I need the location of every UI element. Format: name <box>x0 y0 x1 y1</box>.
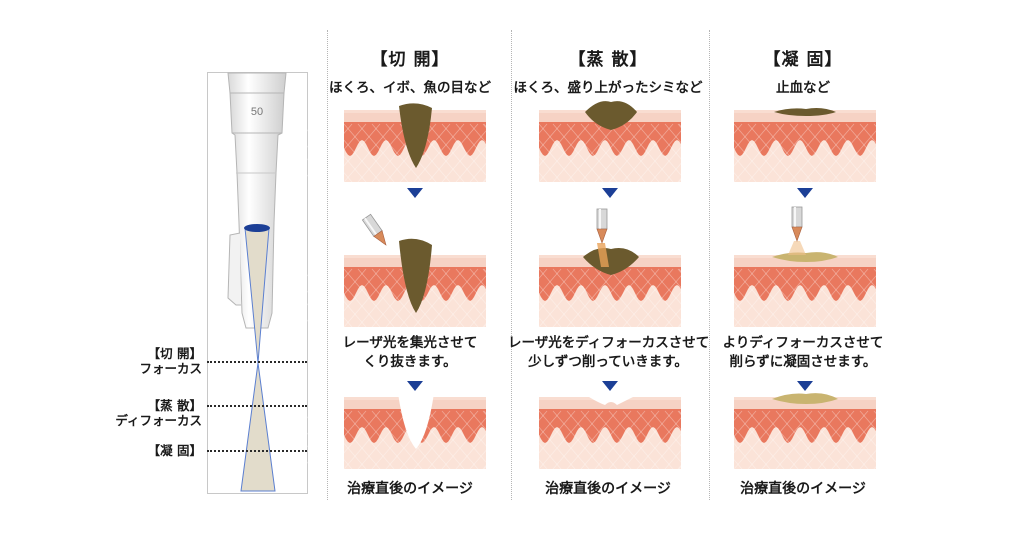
coagulation-treatment-diagram <box>677 206 939 328</box>
focus-label-coagulation: 【凝 固】 <box>148 443 202 458</box>
skin-epidermis <box>734 110 876 124</box>
bleeding-spot <box>774 108 836 116</box>
incision-title: 【切 開】 <box>370 50 450 70</box>
vaporization-before-diagram <box>482 101 744 183</box>
incision-before-diagram <box>287 103 549 183</box>
raised-spot-lesion <box>583 248 639 275</box>
focus-mode-incision: 【切 開】 <box>147 346 202 361</box>
coagulation-step-line-1: よりディフォーカスさせて <box>722 335 884 351</box>
vaporization-title: 【蒸 散】 <box>568 50 648 70</box>
coagulation-subtitle: 止血など <box>776 80 830 96</box>
coagulation-after-label: 治療直後のイメージ <box>740 481 866 497</box>
vaporization-after-diagram <box>482 397 744 470</box>
power-setting-label: 50 <box>251 106 263 118</box>
incision-after-label: 治療直後のイメージ <box>347 481 473 497</box>
coagulation-before-diagram <box>677 108 939 183</box>
skin-dermis <box>734 122 876 156</box>
defocus-beam <box>788 241 806 255</box>
down-arrow-icon <box>602 381 618 391</box>
coagulation-step-line-2: 削らずに凝固させます。 <box>729 354 877 370</box>
skin-epidermis <box>734 397 876 411</box>
focus-line-coagulation <box>207 450 307 452</box>
laser-probe <box>361 213 387 246</box>
coagulation-step-text: よりディフォーカスさせて 削らずに凝固させます。 <box>708 334 898 372</box>
vaporization-subtitle: ほくろ、盛り上がったシミなど <box>513 80 703 96</box>
coagulation-title: 【凝 固】 <box>763 50 843 70</box>
down-arrow-icon <box>602 188 618 198</box>
coagulation-after-diagram <box>677 393 939 470</box>
handpiece-illustration: 50 <box>227 72 287 492</box>
incision-treatment-diagram <box>287 213 549 328</box>
incision-subtitle: ほくろ、イボ、魚の目など <box>329 80 491 96</box>
vaporization-treatment-diagram <box>482 208 744 328</box>
mole-lesion <box>399 238 432 313</box>
skin-dermis <box>539 267 681 301</box>
focus-line-incision <box>207 361 307 363</box>
incision-after-diagram <box>287 392 549 470</box>
focus-type-vaporization: ディフォーカス <box>115 413 202 428</box>
down-arrow-icon <box>407 188 423 198</box>
down-arrow-icon <box>797 188 813 198</box>
column-divider <box>511 30 512 500</box>
lens-ellipse <box>244 224 270 232</box>
laser-beam-diverging <box>240 362 276 492</box>
down-arrow-icon <box>407 381 423 391</box>
vaporization-after-label: 治療直後のイメージ <box>545 481 671 497</box>
vaporization-step-line-2: 少しずつ削っていきます。 <box>528 354 688 370</box>
focus-type-incision: フォーカス <box>139 361 202 376</box>
handpiece-cap <box>227 72 287 94</box>
focus-label-vaporization: 【蒸 散】 ディフォーカス <box>115 398 202 428</box>
incision-step-text: レーザ光を集光させて くり抜きます。 <box>320 334 500 372</box>
defocus-beam <box>597 243 609 267</box>
skin-epidermis <box>539 397 681 411</box>
laser-probe <box>791 206 803 242</box>
raised-spot-lesion <box>585 101 637 130</box>
skin-dermis <box>734 267 876 301</box>
handpiece-body <box>229 92 285 329</box>
incision-step-line-1: レーザ光を集光させて <box>342 335 478 351</box>
skin-dermis <box>734 409 876 443</box>
column-divider <box>327 30 328 500</box>
handpiece-panel: 50 <box>207 72 308 494</box>
incision-step-line-2: くり抜きます。 <box>363 354 457 370</box>
down-arrow-icon <box>797 381 813 391</box>
vaporization-step-line-1: レーザ光をディフォーカスさせて <box>508 335 710 351</box>
ablated-surface <box>589 397 633 405</box>
coagulated-area <box>772 393 838 404</box>
vaporization-step-text: レーザ光をディフォーカスさせて 少しずつ削っていきます。 <box>508 334 710 372</box>
skin-dermis <box>539 409 681 443</box>
mole-lesion <box>399 103 432 168</box>
skin-epidermis <box>734 255 876 269</box>
column-divider <box>709 30 710 500</box>
laser-probe <box>596 208 608 244</box>
focus-label-incision: 【切 開】 フォーカス <box>139 346 202 376</box>
skin-dermis <box>539 122 681 156</box>
focus-line-vaporization <box>207 405 307 407</box>
excision-cavity <box>398 392 434 449</box>
focus-mode-vaporization: 【蒸 散】 <box>147 398 202 413</box>
focus-mode-coagulation: 【凝 固】 <box>147 443 202 458</box>
